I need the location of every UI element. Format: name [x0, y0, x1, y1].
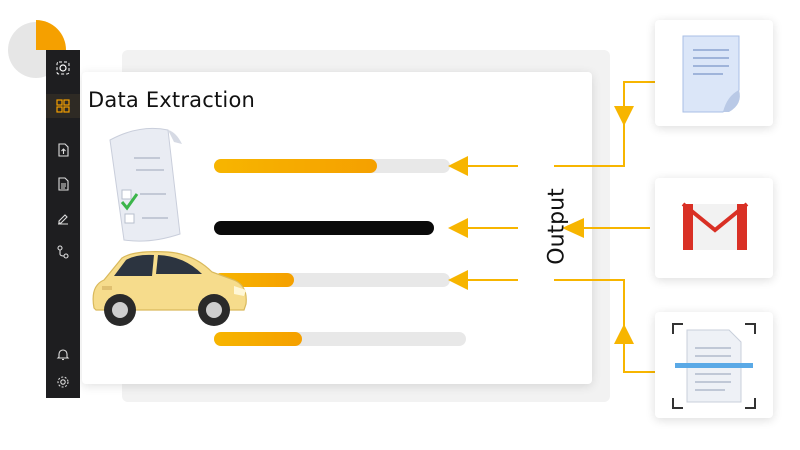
gmail-source-card[interactable] [655, 178, 773, 278]
document-source-card[interactable] [655, 20, 773, 126]
bell-icon[interactable] [46, 342, 80, 366]
extraction-row-2-fill [214, 221, 434, 235]
workflow-icon[interactable] [46, 240, 80, 264]
extraction-row-2 [214, 221, 434, 235]
settings-gear-icon[interactable] [46, 370, 80, 394]
sidebar [46, 50, 80, 398]
car-icon [92, 251, 247, 326]
document-source-icon [682, 35, 740, 113]
output-label: Output [544, 188, 570, 265]
extraction-row-1-fill [214, 159, 377, 173]
checklist-document-icon [109, 127, 182, 242]
extraction-row-1 [214, 159, 450, 173]
document-icon[interactable] [46, 172, 80, 196]
edit-pencil-icon[interactable] [46, 206, 80, 230]
extraction-row-4-fill [214, 332, 303, 346]
scanned-document-source-icon [672, 323, 756, 409]
extraction-row-4 [214, 332, 466, 346]
page-title: Data Extraction [88, 88, 256, 112]
upload-file-icon[interactable] [46, 138, 80, 162]
logo-icon[interactable] [46, 56, 80, 80]
scanned-document-source-card[interactable] [655, 312, 773, 418]
gmail-source-icon [681, 202, 749, 250]
dashboard-grid-icon[interactable] [46, 94, 80, 118]
extraction-row-3 [214, 273, 450, 287]
